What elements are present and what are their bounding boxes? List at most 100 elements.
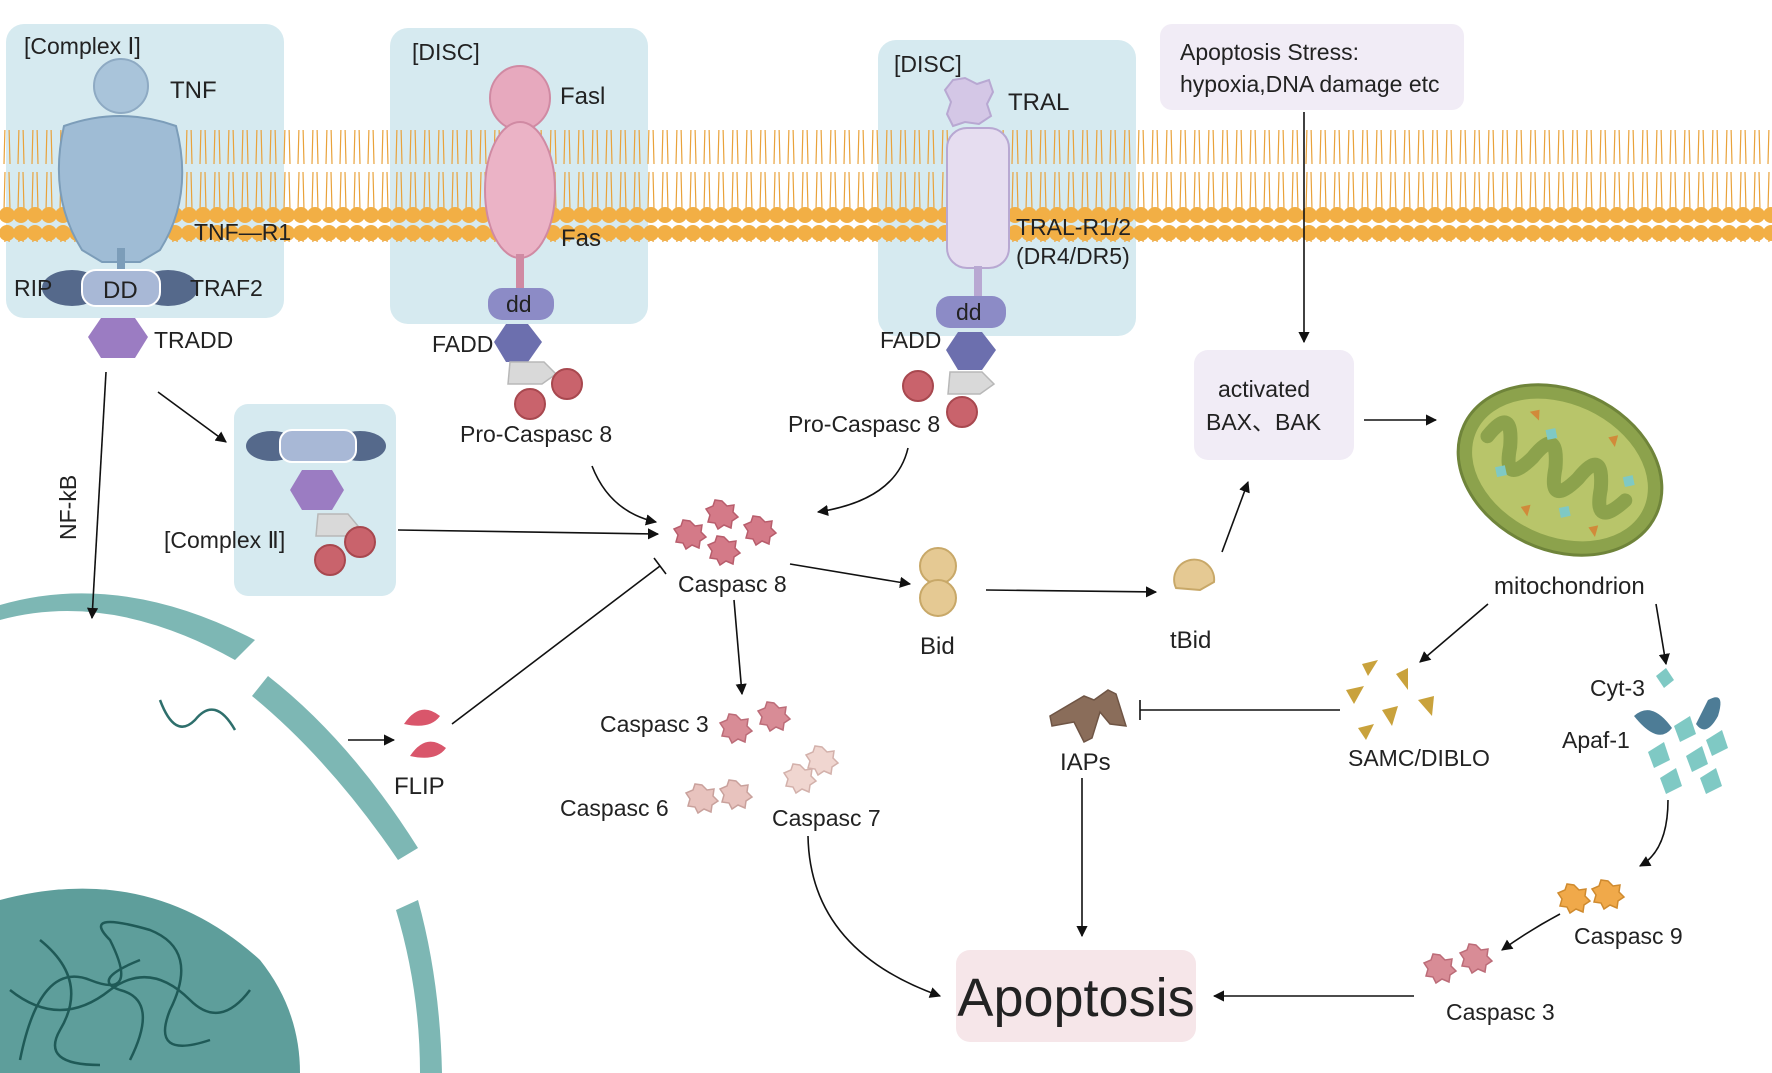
rip-label: RIP xyxy=(14,275,52,301)
cell-membrane xyxy=(0,130,1772,242)
bid-icon xyxy=(919,547,957,617)
arrow-procaspase1-to-caspase8 xyxy=(591,465,658,526)
bax-label-line2: BAX、BAK xyxy=(1206,409,1322,435)
tnf-receptor-stalk xyxy=(117,248,125,272)
fadd2-icon xyxy=(946,332,996,370)
fas-receptor-icon xyxy=(484,121,556,259)
arrow-tbid-to-bax xyxy=(1221,480,1250,553)
fas-stalk xyxy=(516,254,524,288)
caspase7-icon xyxy=(783,745,839,794)
pro-caspase8-1-label: Pro-Caspasc 8 xyxy=(460,421,612,447)
procaspase-prodomain2-icon xyxy=(947,371,996,395)
tnf-receptor-icon xyxy=(57,115,184,263)
traf2-label: TRAF2 xyxy=(190,275,263,301)
tradd-label: TRADD xyxy=(154,327,233,353)
pathway-arrows xyxy=(86,112,1670,1002)
caspase9-icon xyxy=(1557,879,1625,914)
fadd1-label: FADD xyxy=(432,331,493,357)
dd-complex1-label: DD xyxy=(103,277,138,304)
flip-label: FLIP xyxy=(394,773,445,800)
tral-receptor-icon xyxy=(946,127,1010,269)
caspase3-right-icon xyxy=(1423,943,1493,984)
caspase3-left-icon xyxy=(719,701,791,744)
arrow-complex2-to-caspase8 xyxy=(397,528,660,540)
complex2-caspase-a-icon xyxy=(314,544,346,576)
pro-caspase8-2-label: Pro-Caspasc 8 xyxy=(788,411,940,437)
smac-label: SAMC/DIBLO xyxy=(1348,745,1490,771)
apaf-icon xyxy=(1634,697,1728,794)
caspase9-label: Caspasc 9 xyxy=(1574,923,1683,949)
tbid-icon xyxy=(1173,558,1216,592)
tral-label: TRAL xyxy=(1008,89,1069,116)
smac-icon xyxy=(1346,660,1434,740)
dna-icon xyxy=(9,920,251,1067)
arrow-mito-to-cyt xyxy=(1655,603,1670,666)
arrow-caspase8-to-bid xyxy=(789,563,912,588)
tbid-label: tBid xyxy=(1170,627,1211,654)
bax-label-line1: activated xyxy=(1218,376,1310,402)
dd-domain-icon xyxy=(81,269,161,307)
arrow-caspase9-to-caspase3 xyxy=(1501,913,1561,951)
dd-disc1-label: dd xyxy=(506,291,532,317)
tral-ligand-icon xyxy=(943,76,995,128)
caspase3-left-label: Caspasc 3 xyxy=(600,711,709,737)
fasl-label: Fasl xyxy=(560,83,605,110)
tral-stalk xyxy=(974,266,982,296)
arrow-caspase8-to-caspase3 xyxy=(733,599,747,696)
tral-r-label-line1: TRAL-R1/2 xyxy=(1016,214,1131,240)
tnf-label: TNF xyxy=(170,77,217,104)
inhibit-flip-to-caspase8 xyxy=(451,565,661,725)
stress-label-line1: Apoptosis Stress: xyxy=(1180,39,1359,65)
arrow-caspase7-to-apoptosis xyxy=(807,835,942,998)
procaspase8-2b-icon xyxy=(946,396,978,428)
bax-bak-box xyxy=(1194,350,1354,460)
tral-r-label-line2: (DR4/DR5) xyxy=(1016,243,1130,269)
apoptosis-label: Apoptosis xyxy=(957,968,1194,1028)
nucleus-icon xyxy=(0,593,442,1073)
fas-ligand-icon xyxy=(489,65,551,131)
complex2-tradd-icon xyxy=(290,470,344,510)
caspase6-icon xyxy=(685,779,753,814)
dd-disc2-icon xyxy=(936,296,1006,328)
dd-disc2-label: dd xyxy=(956,299,982,325)
flip-icon xyxy=(404,709,446,758)
procaspase8-2a-icon xyxy=(902,370,934,402)
arrow-bid-to-tbid xyxy=(985,586,1158,598)
iaps-icon xyxy=(1049,689,1128,744)
caspase8-label: Caspasc 8 xyxy=(678,571,787,597)
tnf-r1-label: TNF—R1 xyxy=(194,219,291,245)
cyt3-label: Cyt-3 xyxy=(1590,675,1645,701)
complex2-caspase-b-icon xyxy=(344,526,376,558)
inhibit-flip-to-caspase8-bar xyxy=(653,557,667,575)
mitochondrion-icon xyxy=(1456,383,1664,557)
fas-label: Fas xyxy=(561,225,601,252)
fadd2-label: FADD xyxy=(880,327,941,353)
procaspase8-1a-icon xyxy=(514,388,546,420)
stress-box xyxy=(1160,24,1464,110)
apoptosis-box xyxy=(956,950,1196,1042)
apaf1-label: Apaf-1 xyxy=(1562,727,1630,753)
arrow-procaspase2-to-caspase8 xyxy=(816,447,909,516)
cytochrome-icon xyxy=(1656,668,1674,688)
iaps-label: IAPs xyxy=(1060,749,1111,776)
tnf-ligand-icon xyxy=(93,58,149,114)
arrow-tradd-to-complex2 xyxy=(157,391,227,443)
arrow-apaf-to-caspase9 xyxy=(1639,799,1669,867)
complex1-title: [Complex Ⅰ] xyxy=(24,33,141,59)
procaspase-prodomain1-icon xyxy=(507,361,558,385)
caspase3-right-label: Caspasc 3 xyxy=(1446,999,1555,1025)
nfkb-label: NF-kB xyxy=(55,475,81,540)
caspase7-label: Caspasc 7 xyxy=(772,805,881,831)
complex2-title: [Complex Ⅱ] xyxy=(164,527,285,553)
arrow-mito-to-smac xyxy=(1419,603,1489,663)
disc2-title: [DISC] xyxy=(894,51,962,77)
caspase6-label: Caspasc 6 xyxy=(560,795,669,821)
fadd1-icon xyxy=(494,324,542,362)
complex2-dd-icon xyxy=(279,429,357,463)
caspase8-cluster-icon xyxy=(673,499,777,566)
tradd-icon xyxy=(88,318,148,358)
mitochondrion-label: mitochondrion xyxy=(1494,573,1645,600)
stress-label-line2: hypoxia,DNA damage etc xyxy=(1180,71,1440,97)
